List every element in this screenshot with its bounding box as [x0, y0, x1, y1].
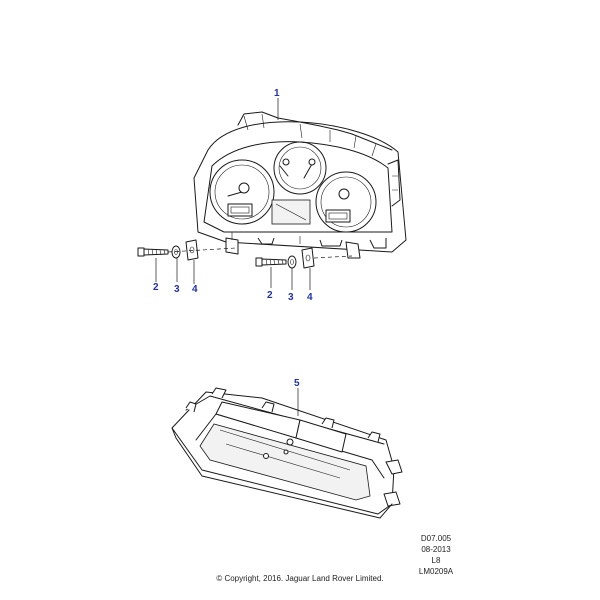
callout-2-right: 2 — [267, 290, 273, 301]
reference-code: D07.005 — [420, 534, 452, 543]
callout-1: 1 — [274, 88, 280, 99]
reference-date: 08-2013 — [421, 545, 451, 554]
fastener-set-right — [255, 247, 353, 269]
callout-2-left: 2 — [153, 282, 159, 293]
fastener-set-left — [137, 239, 237, 261]
callout-4-right: 4 — [307, 292, 313, 303]
callout-3-right: 3 — [288, 292, 294, 303]
reference-model: L8 — [431, 556, 441, 565]
callout-5: 5 — [294, 378, 300, 389]
copyright-notice: © Copyright, 2016. Jaguar Land Rover Lim… — [216, 574, 384, 583]
callout-4-left: 4 — [192, 284, 198, 295]
instrument-cluster — [193, 111, 407, 259]
illustration-id: LM0209A — [418, 567, 454, 576]
cluster-housing — [171, 387, 403, 519]
callout-3-left: 3 — [174, 284, 180, 295]
